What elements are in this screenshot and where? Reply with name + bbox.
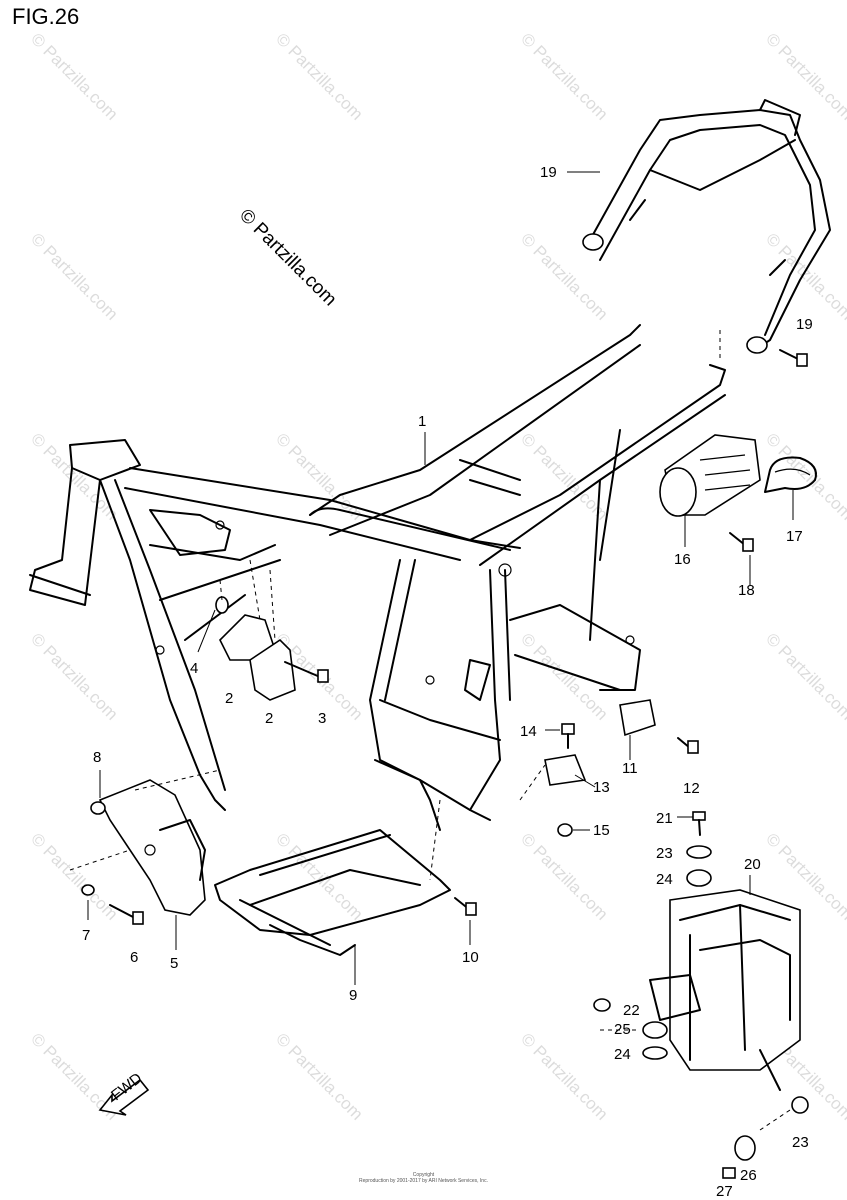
callout-10: 10: [462, 949, 479, 966]
callout-9: 9: [349, 987, 357, 1004]
fwd-arrow-icon: FWD: [98, 1070, 150, 1116]
part-9-lower-bracket: [214, 829, 451, 956]
part-19-grab-rail: [582, 99, 831, 354]
fasteners: [81, 349, 809, 1179]
callout-15: 15: [593, 822, 610, 839]
callout-3: 3: [318, 710, 326, 727]
callout-11: 11: [622, 760, 638, 777]
part-5-bracket: [98, 779, 206, 916]
figure-title: FIG.26: [12, 4, 80, 29]
callout-16: 16: [674, 551, 691, 568]
callout-7: 7: [82, 927, 90, 944]
watermark: © Partzilla.com: [27, 29, 121, 123]
callout-21: 20: [744, 856, 761, 873]
callout-24: 24: [614, 1046, 631, 1063]
callouts: 1 2 2 3 4 5 6 7 8 9 10 11 12 13 14 15 16…: [82, 164, 813, 1200]
callout-23: 23: [792, 1134, 809, 1151]
assembly-lines: [69, 330, 791, 1131]
copyright-line: Copyright: [412, 1172, 435, 1178]
watermark: © Partzilla.com: [27, 629, 121, 723]
callout-19: 19: [540, 164, 557, 181]
watermark: © Partzilla.com: [517, 629, 611, 723]
callout-2: 2: [225, 690, 233, 707]
callout-8: 8: [93, 749, 101, 766]
callout-27: 27: [716, 1183, 733, 1200]
watermark: © Partzilla.com: [517, 1029, 611, 1123]
watermark: © Partzilla.com: [762, 429, 847, 523]
callout-6: 6: [130, 949, 138, 966]
callout-12: 12: [683, 780, 700, 797]
part-21-battery-case: [649, 889, 801, 1091]
callout-20: 19: [796, 316, 813, 333]
leader-lines: [87, 171, 794, 985]
callout-26: 26: [740, 1167, 757, 1184]
part-17-band: [764, 456, 817, 493]
watermark: © Partzilla.com: [272, 829, 366, 923]
watermark: © Partzilla.com: [762, 629, 847, 723]
callout-1: 1: [418, 413, 426, 430]
callout-22: 21: [656, 810, 673, 827]
callout-13: 13: [593, 779, 610, 796]
copyright-notice: Copyright Reproduction by 2001-2017 by A…: [0, 1172, 847, 1184]
callout-4: 4: [190, 660, 198, 677]
copyright-line: Reproduction by 2001-2017 by ARI Network…: [359, 1178, 488, 1184]
watermark: © Partzilla.com: [272, 29, 366, 123]
callout-24: 23: [656, 845, 673, 862]
watermark: © Partzilla.com: [27, 229, 121, 323]
watermark: © Partzilla.com: [272, 1029, 366, 1123]
watermark: © Partzilla.com: [517, 829, 611, 923]
watermark: © Partzilla.com: [762, 29, 847, 123]
callout-5: 5: [170, 955, 178, 972]
main-frame: [29, 324, 726, 831]
watermark: © Partzilla.com: [517, 29, 611, 123]
callout-18: 18: [738, 582, 755, 599]
part-16-cover: [659, 434, 761, 517]
callout-17: 17: [786, 528, 803, 545]
part-2-brackets: [219, 614, 296, 701]
callout-25: 24: [656, 871, 673, 888]
callout-23: 22: [623, 1002, 640, 1019]
callout-25: 25: [614, 1021, 631, 1038]
watermark: © Partzilla.com: [27, 829, 121, 923]
callout-14: 14: [520, 723, 537, 740]
callout-2: 2: [265, 710, 273, 727]
